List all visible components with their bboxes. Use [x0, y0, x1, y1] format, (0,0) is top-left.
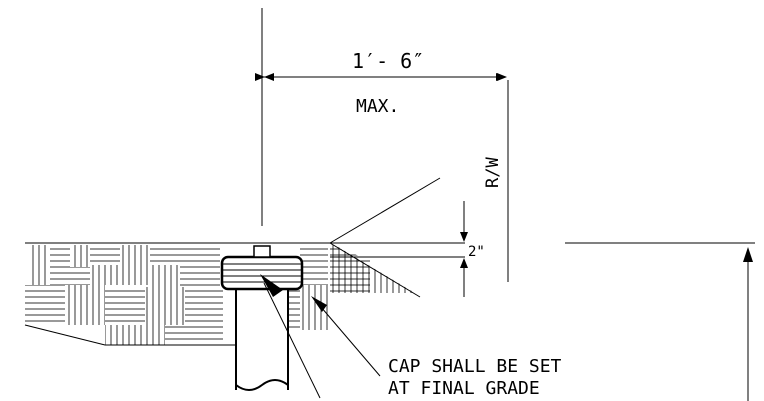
- dimension-arrow-right: [496, 73, 506, 81]
- soil-hatching: [25, 245, 415, 345]
- note-leader-grade: [314, 299, 381, 377]
- note-line-2: AT FINAL GRADE: [388, 378, 540, 399]
- depth-arrowhead-top: [460, 232, 468, 242]
- slope-line-upper: [329, 177, 441, 244]
- depth-arrowhead-bottom: [460, 258, 468, 268]
- max-label: MAX.: [356, 96, 399, 117]
- valve-cap: [220, 245, 304, 291]
- leader-arrowhead-cap: [260, 274, 283, 297]
- right-of-way-label: R/W: [483, 157, 503, 188]
- right-dimension-arrow: [743, 247, 753, 262]
- note-leader-cap: [263, 282, 321, 399]
- note-line-1: CAP SHALL BE SET: [388, 356, 562, 377]
- leader-arrowhead-grade: [311, 296, 327, 312]
- soil-boundary: [24, 324, 235, 346]
- dimension-arrow-left: [264, 73, 274, 81]
- riser-pipe: [236, 285, 288, 395]
- pipe-break-line: [235, 379, 289, 391]
- depth-dimension-label: 2": [468, 244, 485, 260]
- width-dimension-label: 1′- 6″: [352, 49, 424, 73]
